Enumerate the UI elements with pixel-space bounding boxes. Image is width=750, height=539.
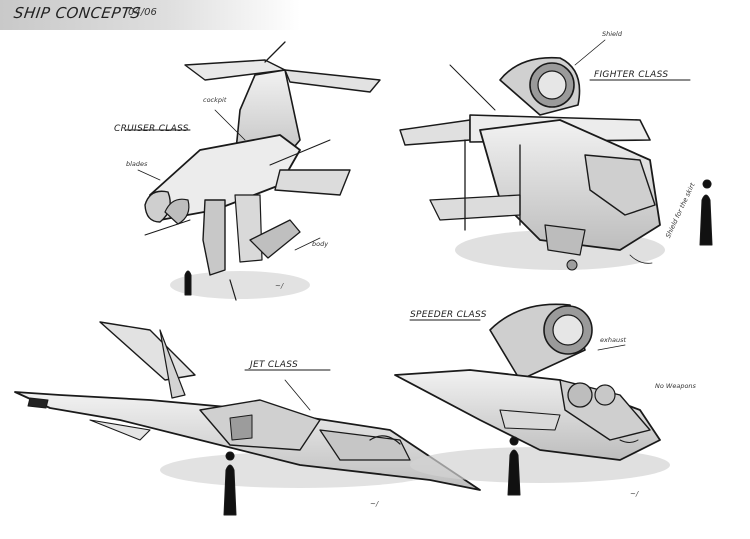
- jet-class-label: JET CLASS: [250, 360, 298, 370]
- artist-signature: ~/: [630, 490, 639, 498]
- blades-note: blades: [126, 160, 148, 168]
- speeder-ship-sketch: [394, 303, 670, 496]
- no-weapons-note: No Weapons: [655, 382, 696, 390]
- sheet-date: 04/06: [128, 7, 157, 18]
- artist-signature: ~/: [370, 500, 379, 508]
- cruiser-ship-sketch: [124, 41, 381, 301]
- exhaust-note: exhaust: [600, 336, 627, 344]
- shield-note: Shield: [602, 30, 622, 38]
- speeder-class-label: SPEEDER CLASS: [410, 310, 487, 320]
- fighter-ship-sketch: [399, 39, 713, 271]
- body-note: body: [312, 240, 329, 248]
- fighter-class-label: FIGHTER CLASS: [594, 70, 669, 80]
- header-band: [0, 0, 300, 30]
- cruiser-class-label: CRUISER CLASS: [114, 124, 189, 134]
- artist-signature: ~/: [275, 282, 284, 290]
- cockpit-note: cockpit: [203, 96, 227, 104]
- jet-ship-sketch: [14, 321, 481, 516]
